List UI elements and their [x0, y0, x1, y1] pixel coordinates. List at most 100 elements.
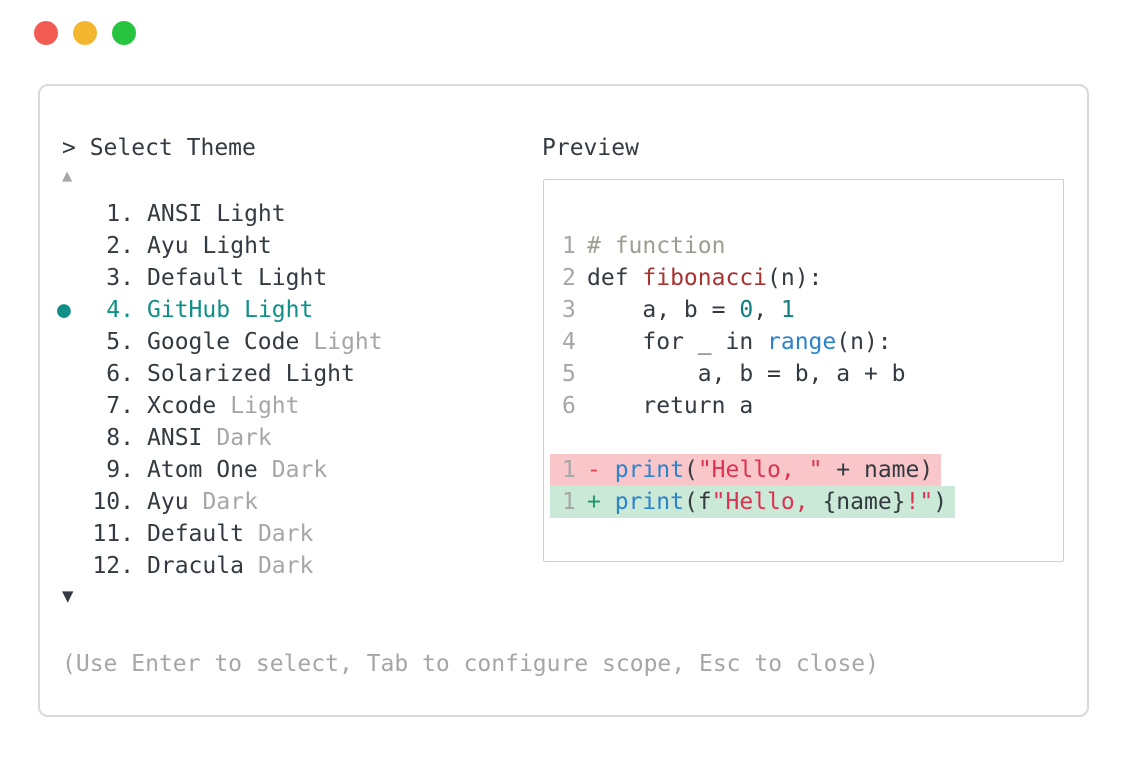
theme-number: 2. [106, 233, 134, 259]
code-token: {name} [822, 489, 906, 515]
selected-bullet-icon [57, 230, 92, 262]
code-token: ( [683, 457, 698, 483]
code-token: # function [587, 233, 726, 259]
theme-variant: Dark [216, 425, 272, 451]
selected-bullet-icon [57, 262, 92, 294]
diff-add-line: 1+ print(f"Hello, {name}!") [550, 486, 956, 518]
code-token: fibonacci [642, 265, 768, 291]
scroll-up-icon[interactable]: ▲ [62, 166, 73, 186]
line-number: 3 [562, 297, 576, 323]
theme-variant: Light [202, 233, 272, 259]
code-token: def [587, 265, 643, 291]
selected-bullet-icon [57, 518, 92, 550]
theme-name: Google Code [147, 329, 300, 355]
theme-name: Xcode [147, 393, 217, 419]
code-token: , [753, 297, 781, 323]
theme-option-5[interactable]: 5. Google Code Light [57, 326, 383, 358]
code-token: print [614, 489, 684, 515]
code-token: - [587, 457, 615, 483]
selected-bullet-icon [57, 486, 92, 518]
code-token: (n): [767, 265, 823, 291]
code-token: "Hello, " [697, 457, 823, 483]
theme-option-7[interactable]: 7. Xcode Light [57, 390, 383, 422]
code-token: "Hello, [711, 489, 823, 515]
code-line [562, 422, 955, 454]
code-line: 3 a, b = 0, 1 [562, 294, 955, 326]
theme-number: 8. [106, 425, 134, 451]
theme-number: 6. [106, 361, 134, 387]
code-line-content: 1# function [550, 230, 733, 262]
code-token: a, b = b, a + b [587, 361, 906, 387]
theme-name: Solarized [147, 361, 272, 387]
code-line-content: 4 for _ in range(n): [550, 326, 900, 358]
theme-name: Ayu [147, 233, 189, 259]
close-window-button[interactable] [34, 21, 58, 45]
theme-option-11[interactable]: 11. Default Dark [57, 518, 383, 550]
preview-title: Preview [542, 135, 639, 161]
theme-number: 3. [106, 265, 134, 291]
theme-number: 4. [106, 297, 134, 323]
select-theme-prompt: > Select Theme [62, 135, 256, 161]
theme-variant: Light [216, 201, 286, 227]
code-line: 1- print("Hello, " + name) [550, 454, 955, 486]
code-token: + name) [822, 457, 934, 483]
theme-number: 1. [106, 201, 134, 227]
code-line: 4 for _ in range(n): [562, 326, 955, 358]
theme-number: 5. [106, 329, 134, 355]
theme-option-2[interactable]: 2. Ayu Light [57, 230, 383, 262]
window-controls [34, 21, 136, 45]
theme-name: Ayu [147, 489, 189, 515]
selected-bullet-icon [57, 198, 92, 230]
theme-number: 11. [92, 521, 134, 547]
theme-option-3[interactable]: 3. Default Light [57, 262, 383, 294]
scroll-down-icon[interactable]: ▼ [62, 585, 74, 607]
theme-name: ANSI [147, 425, 203, 451]
theme-name: Default [147, 265, 244, 291]
selected-bullet-icon [57, 390, 92, 422]
theme-variant: Light [230, 393, 300, 419]
minimize-window-button[interactable] [73, 21, 97, 45]
code-token: for _ in [587, 329, 768, 355]
theme-variant: Dark [257, 521, 314, 547]
selected-bullet-icon [57, 454, 92, 486]
keyboard-hint: (Use Enter to select, Tab to configure s… [62, 651, 879, 677]
theme-name: Dracula [147, 553, 244, 579]
zoom-window-button[interactable] [112, 21, 136, 45]
theme-number: 7. [106, 393, 134, 419]
theme-name: Default [147, 521, 244, 547]
code-token: 1 [780, 297, 795, 323]
theme-variant: Light [285, 361, 355, 387]
code-token: ) [933, 489, 948, 515]
theme-name: Atom One [147, 457, 258, 483]
theme-variant: Light [313, 329, 383, 355]
selected-bullet-icon [57, 422, 92, 454]
selected-bullet-icon: ● [57, 297, 71, 323]
line-number: 4 [562, 329, 576, 355]
code-token: a, b = [587, 297, 740, 323]
theme-number: 10. [92, 489, 134, 515]
selected-bullet-icon [57, 550, 92, 582]
line-number: 6 [562, 393, 576, 419]
selected-bullet-icon [57, 326, 92, 358]
selected-bullet-icon [57, 358, 92, 390]
line-number: 5 [562, 361, 576, 387]
theme-variant: Dark [202, 489, 258, 515]
theme-variant: Light [244, 297, 314, 323]
code-token: print [614, 457, 684, 483]
code-token: (f [683, 489, 712, 515]
theme-variant: Light [257, 265, 328, 291]
theme-option-6[interactable]: 6. Solarized Light [57, 358, 383, 390]
theme-option-10[interactable]: 10. Ayu Dark [57, 486, 383, 518]
code-token: return a [587, 393, 754, 419]
theme-option-8[interactable]: 8. ANSI Dark [57, 422, 383, 454]
code-token: range [767, 329, 837, 355]
